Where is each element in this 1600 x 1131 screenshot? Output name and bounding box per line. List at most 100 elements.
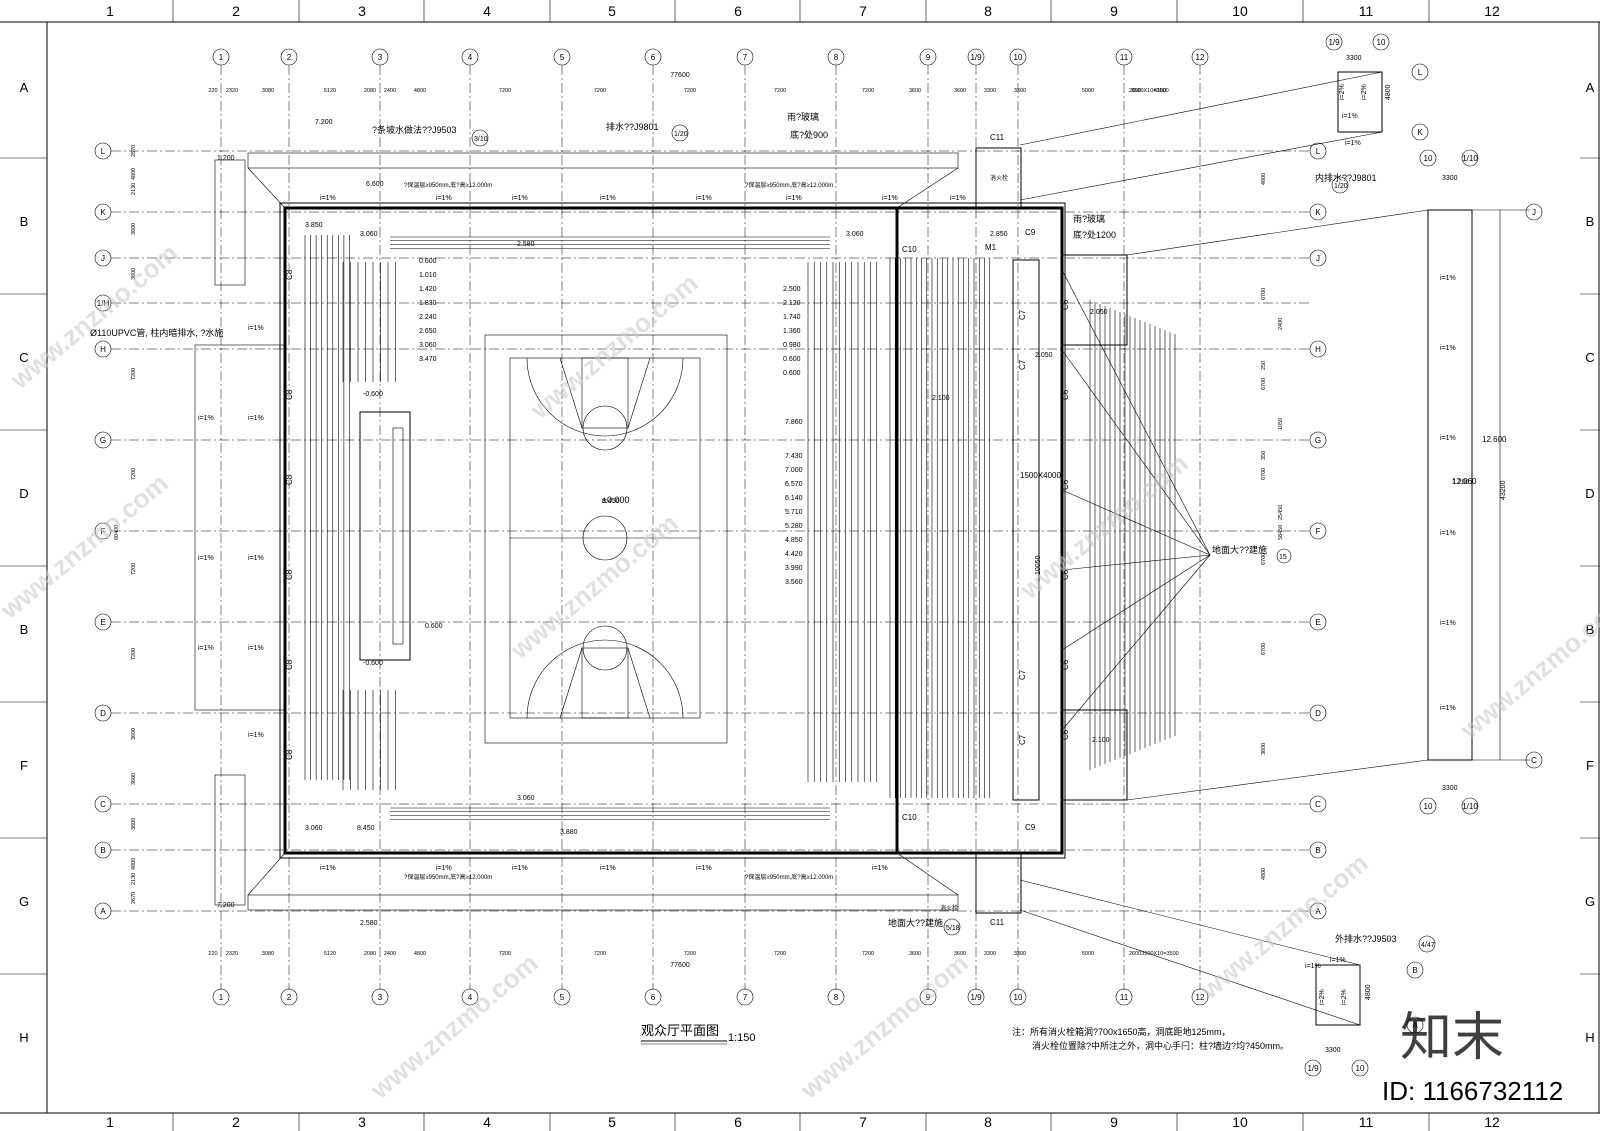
svg-text:250: 250 (1261, 361, 1267, 370)
axis-bubble (1115, 988, 1133, 1006)
basketball-court: ±0.000 (484, 334, 728, 744)
svg-text:i=1%: i=1% (1440, 435, 1456, 442)
axis-label: 8 (834, 53, 839, 62)
axis-label: D (1315, 709, 1321, 718)
svg-text:25450: 25450 (1278, 505, 1284, 520)
svg-text:3600: 3600 (131, 773, 137, 785)
frame-col-label: 9 (1110, 1114, 1118, 1130)
frame-row-label: A (1586, 80, 1595, 95)
svg-text:内排水??J9801: 内排水??J9801 (1315, 172, 1377, 183)
svg-text:7.200: 7.200 (217, 902, 235, 909)
room-label: C6 (1061, 389, 1070, 400)
axis-bubble (1411, 123, 1429, 141)
svg-text:雨?玻璃: 雨?玻璃 (1073, 213, 1105, 224)
svg-text:i=1%: i=1% (1342, 113, 1358, 120)
frame-col-label: 8 (984, 3, 992, 19)
svg-text:i=1%: i=1% (248, 325, 264, 332)
svg-text:7200: 7200 (774, 951, 786, 957)
svg-text:3.060: 3.060 (846, 231, 864, 238)
axis-label: E (100, 618, 105, 627)
axis-bubble (1309, 613, 1327, 631)
frame-col-label: 2 (232, 3, 240, 19)
svg-text:220: 220 (208, 88, 217, 94)
axis-bubble (1461, 797, 1479, 815)
axis-label: 1/9 (1307, 1064, 1319, 1073)
axis-label: 5 (560, 993, 565, 1002)
svg-text:i=1%: i=1% (248, 732, 264, 739)
svg-text:2.850: 2.850 (990, 231, 1008, 238)
svg-text:8.450: 8.450 (602, 498, 620, 505)
axis-label: 10 (1014, 53, 1023, 62)
svg-text:i=1%: i=1% (320, 865, 336, 872)
room-label: C10 (902, 813, 917, 822)
svg-text:8.450: 8.450 (357, 825, 375, 832)
svg-text:1.830: 1.830 (419, 300, 437, 307)
svg-text:3300: 3300 (1325, 1047, 1341, 1054)
svg-text:i=2%: i=2% (1319, 989, 1326, 1005)
axis-bubble (1419, 797, 1437, 815)
axis-bubble (1411, 63, 1429, 81)
svg-text:3600: 3600 (131, 818, 137, 830)
svg-text:i=1%: i=1% (512, 195, 528, 202)
svg-text:i=1%: i=1% (198, 555, 214, 562)
room-label: C6 (1061, 569, 1070, 580)
svg-text:2080: 2080 (364, 88, 376, 94)
axis-label: 3 (378, 53, 383, 62)
svg-text:i=1%: i=1% (1440, 620, 1456, 627)
svg-text:2.240: 2.240 (419, 314, 437, 321)
svg-text:7.860: 7.860 (785, 419, 803, 426)
svg-text:3.060: 3.060 (305, 825, 323, 832)
room-label: C11 (990, 918, 1005, 927)
axis-bubble (553, 988, 571, 1006)
axis-label: 8 (834, 993, 839, 1002)
axis-label: H (100, 345, 106, 354)
svg-text:7200: 7200 (131, 468, 137, 480)
svg-text:2.100: 2.100 (1092, 737, 1110, 744)
svg-text:7200: 7200 (862, 88, 874, 94)
svg-text:3.990: 3.990 (785, 565, 803, 572)
svg-text:3600: 3600 (131, 728, 137, 740)
svg-text:2.100: 2.100 (932, 395, 950, 402)
axis-bubble (1309, 902, 1327, 920)
svg-text:5000: 5000 (1082, 951, 1094, 957)
svg-text:2.050: 2.050 (1035, 352, 1053, 359)
court-center-elevation: ±0.000 (602, 495, 629, 505)
axis-label: C (100, 800, 106, 809)
drawing-title: 观众厅平面图 1:150 (641, 1023, 756, 1045)
room-label: C8 (285, 749, 294, 760)
inner-frame (46, 21, 1600, 1114)
svg-text:4/47: 4/47 (1421, 942, 1435, 949)
axis-label: L (101, 147, 106, 156)
svg-text:4800: 4800 (131, 168, 137, 180)
svg-text:i=1%: i=1% (872, 865, 888, 872)
room-label: C8 (285, 269, 294, 280)
svg-text:i=1%: i=1% (696, 195, 712, 202)
axis-bubble (1309, 522, 1327, 540)
svg-text:7200: 7200 (499, 951, 511, 957)
svg-text:7200: 7200 (774, 88, 786, 94)
room-label: C6 (1061, 729, 1070, 740)
frame-col-label: 10 (1232, 3, 1248, 19)
svg-text:15: 15 (1279, 554, 1287, 561)
frame-col-label: 11 (1359, 3, 1374, 19)
frame-row-label: B (20, 622, 29, 637)
svg-text:1.010: 1.010 (419, 272, 437, 279)
axis-bubble (736, 988, 754, 1006)
svg-text:i=1%: i=1% (1440, 275, 1456, 282)
axis-label: 2 (287, 993, 292, 1002)
axis-bubble (1406, 961, 1424, 979)
svg-text:底?处900: 底?处900 (790, 129, 828, 140)
frame-row-label: B (1586, 622, 1595, 637)
axis-label: B (1412, 966, 1417, 975)
axis-bubble (1304, 1059, 1322, 1077)
axis-bubble (1406, 1016, 1424, 1034)
axis-label: C (1531, 756, 1537, 765)
axis-bubble (1309, 142, 1327, 160)
svg-text:4800: 4800 (1365, 984, 1372, 1000)
svg-text:消火栓位置除?中所注之外，洞中心手闩：柱?墙边?均?450m: 消火栓位置除?中所注之外，洞中心手闩：柱?墙边?均?450mm。 (1032, 1040, 1289, 1051)
svg-text:6.140: 6.140 (785, 495, 803, 502)
svg-text:4.850: 4.850 (785, 537, 803, 544)
svg-text:3300: 3300 (984, 951, 996, 957)
svg-text:4800: 4800 (1261, 173, 1267, 185)
